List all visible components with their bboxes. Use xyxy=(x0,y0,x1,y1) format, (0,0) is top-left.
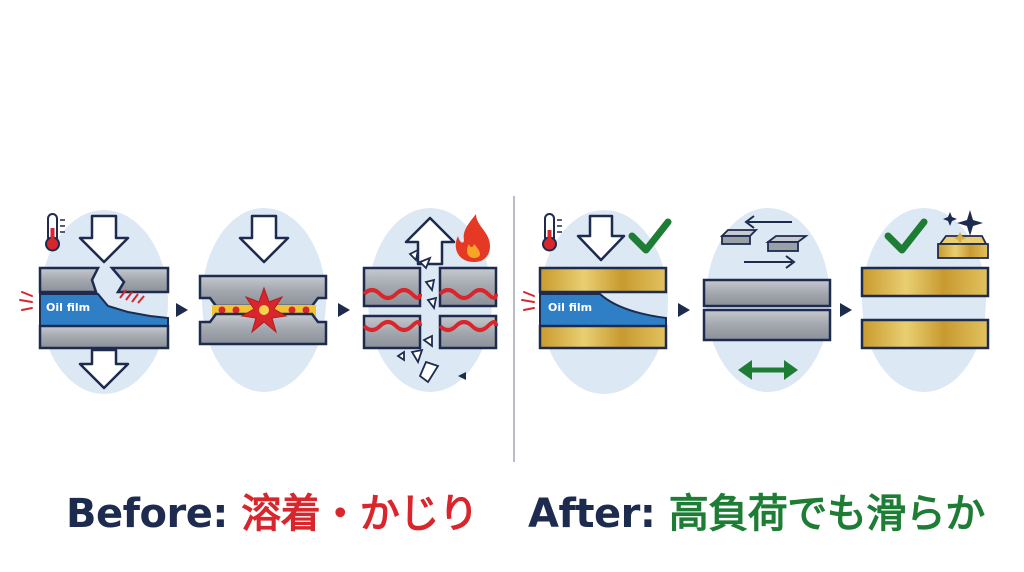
lower-steel-block xyxy=(702,308,832,342)
before-panels: Oil film xyxy=(19,208,498,394)
flame-icon xyxy=(455,214,490,262)
after-panel-sliding xyxy=(702,208,832,392)
down-arrow-icon xyxy=(78,214,130,264)
after-caption-text: 高負荷でも滑らか xyxy=(668,491,986,537)
galling-tear xyxy=(438,320,498,332)
flow-arrow-icon xyxy=(338,303,350,317)
upper-steel-block xyxy=(702,278,832,308)
check-icon xyxy=(628,218,672,254)
shiny-gold-bar-icon xyxy=(937,235,989,259)
left-arrow-icon xyxy=(744,215,792,229)
upper-steel-block xyxy=(362,266,422,308)
flow-arrow-icon xyxy=(678,303,690,317)
flow-arrow-icon xyxy=(840,303,852,317)
weld-points xyxy=(218,306,310,314)
sliding-plates-icon xyxy=(719,229,809,252)
heat-icon xyxy=(521,291,535,311)
down-arrow-icon xyxy=(238,214,290,264)
double-arrow-icon xyxy=(738,360,798,380)
after-panel-smooth-result xyxy=(860,208,990,392)
check-icon xyxy=(884,218,928,254)
thermometer-icon xyxy=(45,213,65,252)
before-panel-galling xyxy=(362,208,498,392)
after-panel-oil-film: Oil film xyxy=(521,210,672,394)
after-caption-label: After: xyxy=(528,491,656,537)
upper-coated-block xyxy=(538,266,668,294)
before-caption: Before: 溶着・かじり xyxy=(66,484,479,544)
before-caption-text: 溶着・かじり xyxy=(241,491,479,537)
upper-steel-block xyxy=(38,266,101,294)
galling-tear xyxy=(362,320,422,332)
thermometer-icon xyxy=(542,213,562,252)
down-arrow-icon xyxy=(78,348,130,390)
before-panel-welding xyxy=(198,208,328,392)
upper-coated-block xyxy=(860,266,990,298)
scratch-marks xyxy=(119,289,145,304)
before-panel-oil-film-break: Oil film xyxy=(19,210,170,394)
lower-coated-block xyxy=(860,318,990,350)
oil-film-label: Oil film xyxy=(46,301,90,314)
lower-steel-block xyxy=(198,312,328,346)
after-caption: After: 高負荷でも滑らか xyxy=(528,484,985,544)
down-arrow-icon xyxy=(576,214,626,262)
debris-fragments xyxy=(396,248,440,384)
before-caption-label: Before: xyxy=(66,491,228,537)
galling-tear xyxy=(438,288,498,300)
upper-steel-block xyxy=(109,266,170,294)
lower-steel-block xyxy=(38,324,170,350)
oil-film-label: Oil film xyxy=(548,301,592,314)
upper-steel-block xyxy=(438,266,498,308)
lower-coated-block xyxy=(538,324,668,350)
oil-film xyxy=(539,293,667,327)
right-arrow-icon xyxy=(744,255,796,269)
heat-icon xyxy=(19,291,33,311)
flow-arrow-icon xyxy=(176,303,188,317)
sparkle-icon xyxy=(943,210,983,244)
after-panels: Oil film xyxy=(521,208,990,394)
galling-tear xyxy=(362,288,422,300)
